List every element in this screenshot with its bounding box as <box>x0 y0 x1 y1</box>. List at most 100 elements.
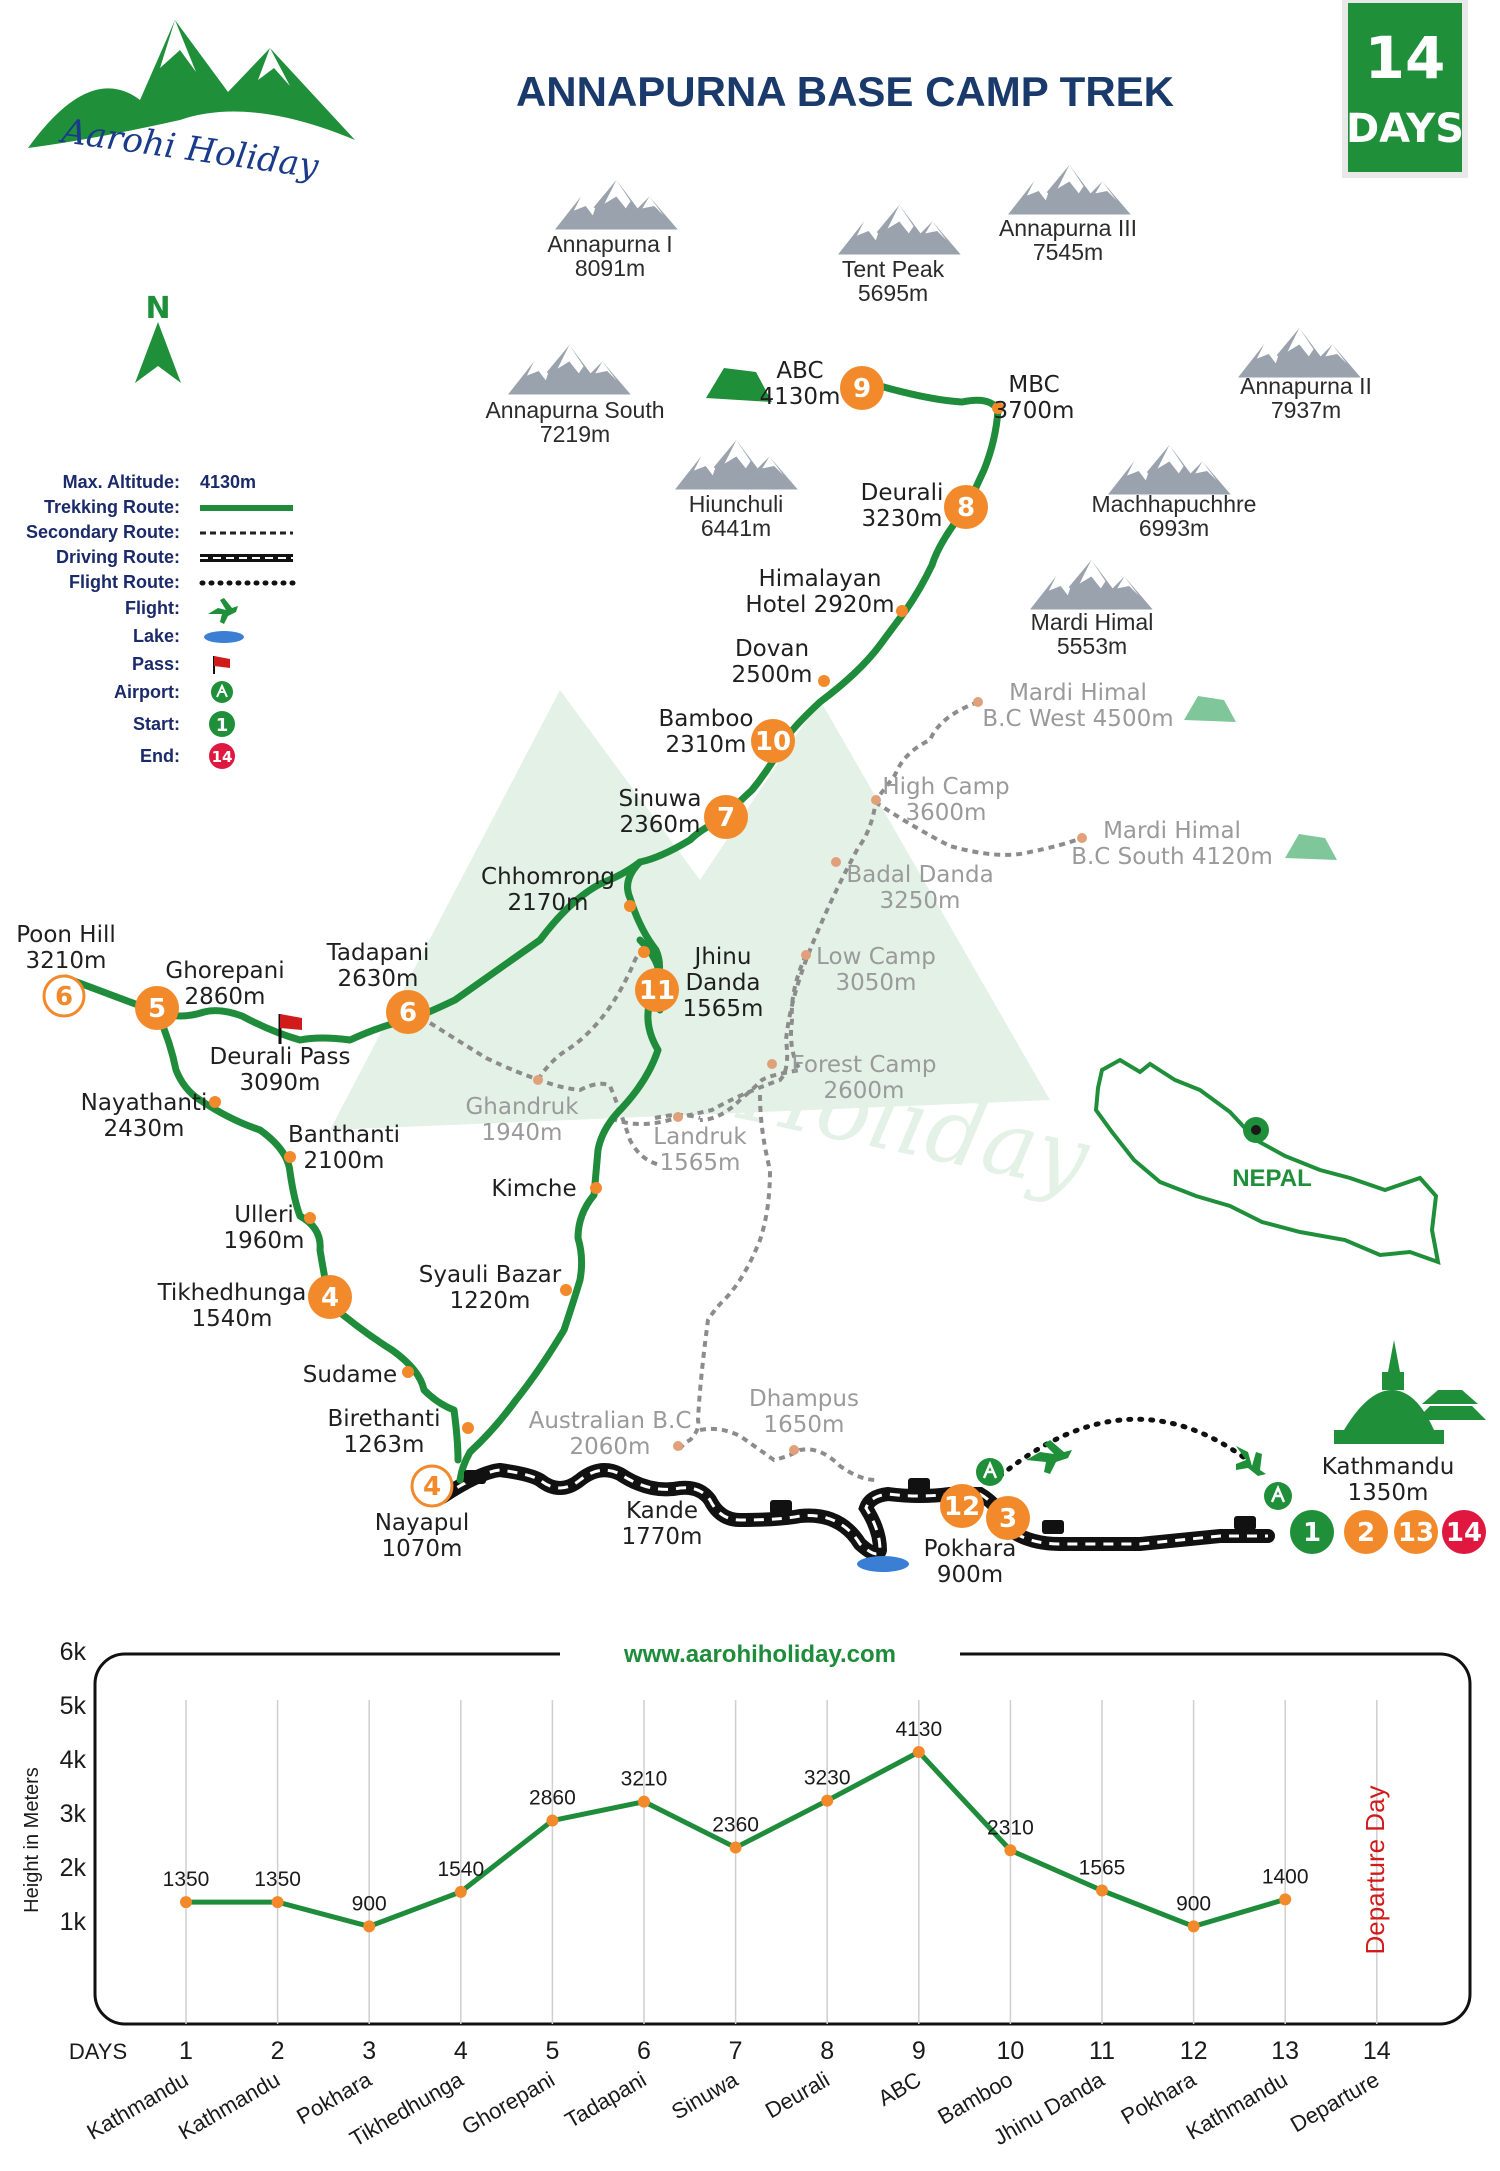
place-name: MBC <box>1008 372 1059 398</box>
elevation-point <box>1096 1884 1108 1897</box>
day-marker: 3 <box>986 1496 1030 1540</box>
day-marker: 6 <box>42 974 86 1018</box>
legend-start-marker: 1 <box>216 715 229 736</box>
place-altitude: 3700m <box>994 398 1075 424</box>
peak-altitude: 6993m <box>1139 515 1209 541</box>
peak-name: Machhapuchhre <box>1092 491 1257 517</box>
elevation-value-label: 2360 <box>712 1814 759 1837</box>
x-place-label: Tadapani <box>561 2067 651 2133</box>
place-altitude: 1070m <box>382 1536 463 1562</box>
elevation-point <box>271 1896 284 1909</box>
svg-text:7: 7 <box>717 803 735 833</box>
svg-text:6: 6 <box>399 998 417 1028</box>
elevation-points <box>180 1745 1292 1933</box>
place-altitude: 1960m <box>224 1228 305 1254</box>
tent-icon <box>1184 696 1236 722</box>
y-axis-label: Height in Meters <box>21 1767 43 1913</box>
secondary-place-altitude: B.C West 4500m <box>982 706 1173 732</box>
waypoint-dots <box>209 402 1004 1434</box>
place-name: ABC <box>776 358 823 384</box>
place-altitude: 4130m <box>760 384 841 410</box>
mountain-icon <box>1238 328 1361 378</box>
mountain-icon <box>1008 165 1131 215</box>
day-markers: 9 8 10 7 11 6 5 6 4 4 12 3 1 2 13 14 <box>42 366 1486 1554</box>
svg-text:6: 6 <box>55 982 73 1012</box>
svg-text:4: 4 <box>321 1283 339 1313</box>
peak-name: Tent Peak <box>842 256 945 282</box>
day-marker: 10 <box>751 719 795 763</box>
legend: Max. Altitude: 4130m Trekking Route: Sec… <box>26 472 296 769</box>
day-marker: 1 <box>1290 1510 1334 1554</box>
legend-max-altitude-label: Max. Altitude: <box>63 472 180 492</box>
y-tick-label: 2k <box>60 1854 87 1882</box>
day-marker: 4 <box>308 1275 352 1319</box>
svg-text:8: 8 <box>957 493 975 523</box>
website-url: www.aarohiholiday.com <box>623 1641 896 1668</box>
elevation-value-label: 1565 <box>1079 1856 1126 1879</box>
peak-name: Annapurna III <box>999 215 1137 241</box>
peak-name: Annapurna I <box>547 231 672 257</box>
place-name: Ghorepani <box>165 958 284 984</box>
day-marker: 12 <box>940 1484 984 1528</box>
day-marker: 4 <box>410 1464 454 1508</box>
legend-flight: Flight: <box>125 598 180 618</box>
legend-max-altitude-value: 4130m <box>200 472 256 492</box>
secondary-place-name: Dhampus <box>749 1386 859 1412</box>
mountain-icon <box>1030 560 1153 610</box>
elevation-point <box>821 1794 834 1807</box>
elevation-value-label: 4130 <box>895 1718 942 1741</box>
y-tick-label: 5k <box>60 1692 87 1720</box>
place-altitude: 2860m <box>185 984 266 1010</box>
place-name: Kande <box>626 1498 698 1524</box>
place-altitude: 1770m <box>622 1524 703 1550</box>
tent-icons <box>706 368 1337 860</box>
profile-grid <box>185 1700 1378 2024</box>
x-place-label: Ghorepani <box>457 2067 558 2140</box>
secondary-place-altitude: 3600m <box>906 800 987 826</box>
car-icon <box>1042 1520 1064 1534</box>
day-marker: 2 <box>1344 1510 1388 1554</box>
x-day-label: 9 <box>912 2037 926 2065</box>
svg-text:4: 4 <box>423 1472 441 1502</box>
place-name: Sinuwa <box>618 786 701 812</box>
x-day-label: 5 <box>545 2037 559 2065</box>
elevation-value-label: 2860 <box>529 1787 576 1810</box>
peak-altitude: 7545m <box>1033 239 1103 265</box>
secondary-place-name: High Camp <box>882 774 1009 800</box>
mountain-icon <box>508 345 631 395</box>
x-place-label: Kathmandu <box>1182 2067 1292 2145</box>
vehicle-icons <box>464 1470 1256 1534</box>
place-altitude: 3090m <box>240 1070 321 1096</box>
legend-pass: Pass: <box>132 654 180 674</box>
elevation-point <box>1279 1893 1292 1906</box>
x-place-label: Kathmandu <box>83 2067 193 2145</box>
tent-icon <box>1285 834 1337 860</box>
secondary-routes <box>428 700 1083 1482</box>
driving-route <box>435 1462 1275 1561</box>
place-altitude: 1565m <box>683 996 764 1022</box>
day-marker: 14 <box>1442 1510 1486 1554</box>
svg-text:9: 9 <box>853 374 871 404</box>
peak-name: Annapurna South <box>485 397 664 423</box>
peak-name: Annapurna II <box>1240 373 1372 399</box>
secondary-place-altitude: 3250m <box>880 888 961 914</box>
legend-flight-route: Flight Route: <box>69 572 180 592</box>
page-title: ANNAPURNA BASE CAMP TREK <box>516 68 1174 115</box>
y-tick-label: 4k <box>60 1746 87 1774</box>
elevation-value-label: 1350 <box>163 1868 210 1891</box>
svg-text:12: 12 <box>944 1492 980 1522</box>
legend-secondary-route: Secondary Route: <box>26 522 180 542</box>
mountain-icon <box>838 205 961 255</box>
x-place-label: Deurali <box>761 2067 834 2124</box>
x-day-label: 6 <box>637 2037 651 2065</box>
elevation-value-label: 1350 <box>254 1868 301 1891</box>
flight-route <box>997 1416 1253 1479</box>
peak-altitude: 5695m <box>858 280 928 306</box>
peak-altitude: 7219m <box>540 421 610 447</box>
place-name: Bamboo <box>658 706 753 732</box>
flag-icon <box>214 656 230 668</box>
secondary-place-altitude: 1940m <box>482 1120 563 1146</box>
x-place-label: Departure <box>1286 2067 1383 2138</box>
